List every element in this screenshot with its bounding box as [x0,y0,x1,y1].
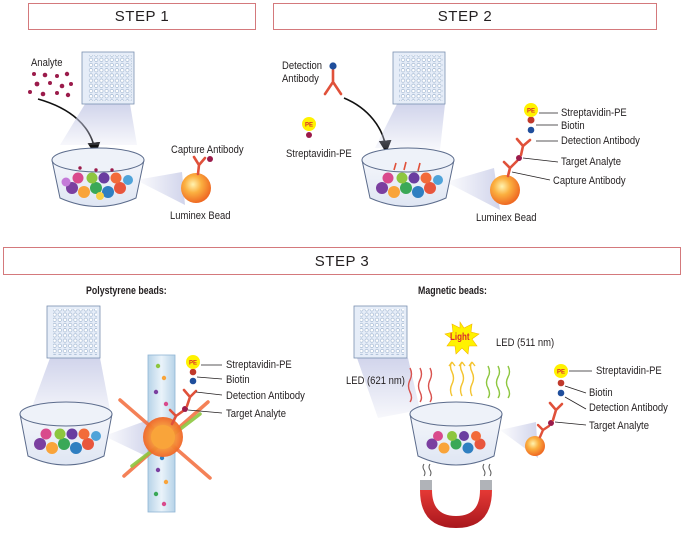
step1-capture-antibody-label: Capture Antibody [171,144,244,156]
light-waves-icon [448,361,476,397]
mag-dish-icon [409,401,503,466]
step2-pe-icon-left: PE [302,117,316,138]
led-621-waves-icon [407,367,433,403]
step2-zoom-cone [446,168,500,210]
poly-biotin-label: Biotin [226,374,250,386]
step1-analyte-dots [28,71,73,98]
poly-bead-icon: PE [143,355,200,457]
step2-luminex-bead-label: Luminex Bead [476,212,537,224]
mag-plate-icon [353,305,420,418]
detection-antibody-label-line2: Antibody [282,73,319,85]
poly-zoom-cone [104,420,150,458]
step2-detection-antibody-label: Detection Antibody [561,135,640,147]
light-label: Light [450,332,470,343]
analyte-label: Analyte [31,57,63,69]
step2-streptavidin-pe-label: Streptavidin-PE [561,107,627,119]
step-2-title: STEP 2 [437,8,493,25]
mag-biotin-label: Biotin [589,387,613,399]
step1-zoom-cone [136,172,185,205]
step2-plate-icon [375,51,446,150]
poly-leader-lines [187,364,223,414]
led-621-label: LED (621 nm) [346,375,405,387]
svg-text:PE: PE [305,123,313,129]
mag-target-analyte-label: Target Analyte [589,420,649,432]
step2-target-analyte-label: Target Analyte [561,156,621,168]
mag-leader-lines [554,370,592,426]
magnetic-beads-title: Magnetic beads: [418,285,487,297]
step2-biotin-label: Biotin [561,120,585,132]
step-3-header: STEP 3 [3,247,681,275]
svg-text:PE: PE [527,109,535,115]
step-1-header: STEP 1 [28,3,256,30]
led-511-waves-icon [485,365,511,399]
step1-luminex-bead-label: Luminex Bead [170,210,231,222]
poly-dish-icon [19,401,113,466]
magnet-icon [420,463,492,528]
step2-streptavidin-pe-left-label: Streptavidin-PE [286,148,352,160]
step2-capture-antibody-label: Capture Antibody [553,175,626,187]
step-3-title: STEP 3 [314,252,370,270]
step1-plate-icon [60,51,137,145]
step-1-title: STEP 1 [114,8,170,25]
mag-bead-icon: PE [525,364,568,456]
led-511-label: LED (511 nm) [496,337,555,349]
poly-plate-icon [28,305,110,418]
step1-dish-icon [51,147,145,207]
svg-text:PE: PE [557,370,565,376]
step1-bead-icon [181,155,213,203]
step2-dish-icon [361,147,455,207]
poly-target-analyte-label: Target Analyte [226,408,286,420]
light-burst-icon [444,321,480,355]
poly-detection-antibody-label: Detection Antibody [226,390,305,402]
step2-bead-icon: PE [490,103,538,205]
polystyrene-beads-title: Polystyrene beads: [86,285,167,297]
detection-antibody-label-line1: Detection [282,60,322,72]
mag-streptavidin-pe-label: Streptavidin-PE [596,365,662,377]
step2-leader-lines [511,112,559,181]
poly-streptavidin-pe-label: Streptavidin-PE [226,359,292,371]
step-2-header: STEP 2 [273,3,657,30]
step2-detection-antibody-icon [323,62,343,96]
svg-text:PE: PE [189,361,197,367]
mag-detection-antibody-label: Detection Antibody [589,402,668,414]
